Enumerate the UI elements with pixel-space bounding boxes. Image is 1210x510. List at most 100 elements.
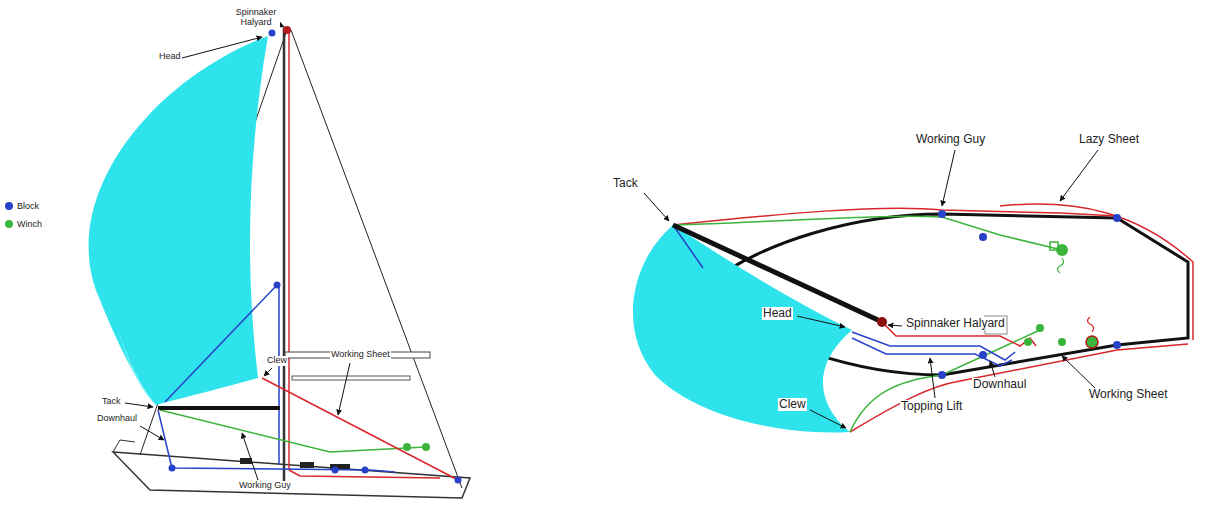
leader-line [125, 403, 153, 407]
spinnaker-sail [89, 36, 268, 405]
topping-lift-line [278, 285, 280, 465]
label-anchor: Topping Lift [900, 400, 963, 413]
bow-pulpit [113, 440, 135, 452]
leader-line [338, 363, 350, 415]
winch [1056, 244, 1068, 256]
rope-name: Spinnaker Halyard [232, 8, 280, 28]
legend-label: Block [17, 201, 39, 211]
sail-corner-name: Head [762, 307, 793, 320]
line-tail [1058, 258, 1064, 273]
leader-line [1060, 150, 1098, 201]
label-anchor: Lazy Sheet [1078, 133, 1140, 146]
rope-name: Downhaul [972, 378, 1027, 391]
block [938, 210, 946, 218]
sheet-line [262, 378, 458, 480]
label-anchor: Tack [612, 177, 639, 190]
winch [1024, 338, 1032, 346]
legend-swatch [5, 220, 13, 228]
rope-name: Working Sheet [330, 350, 391, 360]
sheet-line [850, 344, 1188, 432]
label-anchor: Downhaul [96, 414, 138, 424]
topping-lift-line [165, 285, 277, 402]
label-anchor: Spinnaker Halyard [905, 317, 1006, 330]
winch [1036, 324, 1044, 332]
leader-line [644, 193, 669, 221]
winch [1058, 338, 1066, 346]
leader-line [942, 150, 955, 206]
leader-line [930, 358, 935, 398]
legend-swatch [5, 202, 13, 210]
legend-label: Winch [17, 219, 42, 229]
label-anchor: Working Sheet [1088, 388, 1169, 401]
block [1113, 341, 1121, 349]
guy-line [673, 216, 1062, 250]
mast [877, 317, 887, 327]
legend-row: Winch [5, 219, 42, 229]
block [332, 467, 339, 474]
top-view [633, 150, 1193, 433]
spinnaker-pole [158, 406, 280, 410]
rope-name: Topping Lift [900, 400, 963, 413]
winch [422, 443, 430, 451]
rope-name: Spinnaker Halyard [905, 317, 1006, 330]
block [362, 467, 369, 474]
rope-name: Downhaul [96, 414, 138, 424]
label-anchor: Downhaul [972, 378, 1027, 391]
masthead-block [283, 26, 291, 34]
sail-corner-name: Tack [101, 397, 122, 407]
leader-line [797, 316, 845, 327]
label-anchor: Head [762, 307, 793, 320]
lazy-sheet-line [1000, 204, 1193, 340]
leader-line [264, 368, 272, 376]
label-anchor: Head [158, 52, 182, 62]
leader-line [810, 410, 846, 428]
label-anchor: Spinnaker Halyard [232, 8, 280, 28]
guy-line [160, 410, 426, 452]
block [979, 233, 987, 241]
sheet-line [850, 330, 1040, 432]
halyard-line [288, 30, 290, 470]
label-anchor: Working Guy [915, 133, 986, 146]
winch [403, 443, 411, 451]
line-tail [1088, 317, 1094, 332]
spinnaker-pole [673, 225, 878, 320]
label-anchor: Clew [266, 356, 288, 366]
sail-corner-name: Clew [266, 356, 288, 366]
deck-fitting [300, 462, 314, 468]
block [1113, 214, 1121, 222]
rope-name: Working Guy [915, 133, 986, 146]
rope-name: Working Guy [238, 481, 292, 491]
downhaul-line [852, 338, 1012, 366]
spinnaker-shade [118, 330, 156, 405]
label-anchor: Working Guy [238, 481, 292, 491]
side-view [89, 24, 470, 498]
block [455, 477, 462, 484]
rope-name: Lazy Sheet [1078, 133, 1140, 146]
leader-line [242, 433, 258, 480]
leader-line [1062, 356, 1095, 388]
sail-corner-name: Tack [612, 177, 639, 190]
sail-corner-name: Head [158, 52, 182, 62]
label-anchor: Working Sheet [330, 350, 391, 360]
block [269, 30, 276, 37]
deck-fitting [240, 458, 252, 464]
leader-line [990, 361, 995, 377]
dodger [292, 376, 410, 380]
leader-line [182, 37, 262, 58]
leader-line [888, 325, 902, 326]
winch [1086, 336, 1098, 348]
backstay [291, 30, 462, 488]
sail-corner-name: Clew [778, 398, 807, 411]
block [938, 371, 946, 379]
label-anchor: Clew [778, 398, 807, 411]
leader-line [140, 426, 164, 440]
downhaul-line [158, 410, 395, 472]
block [274, 282, 281, 289]
block [169, 465, 176, 472]
label-anchor: Tack [101, 397, 122, 407]
rope-name: Working Sheet [1088, 388, 1169, 401]
block [979, 351, 987, 359]
legend-row: Block [5, 201, 39, 211]
